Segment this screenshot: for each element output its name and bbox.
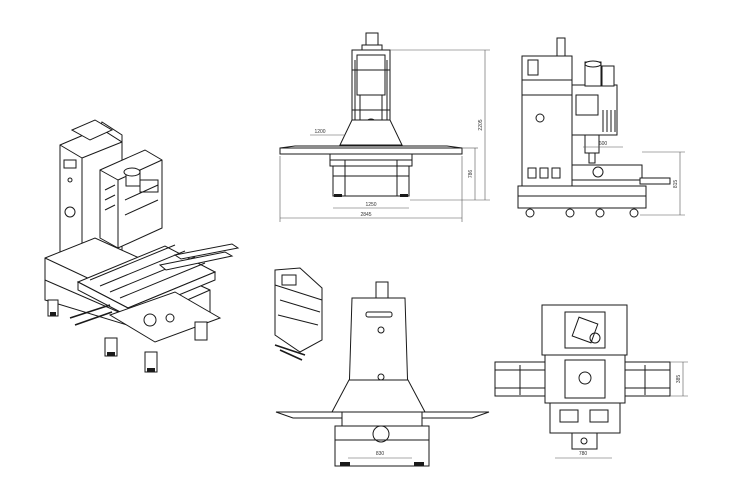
- dim-rear-base-width: 830: [376, 451, 385, 457]
- dim-top-side-height: 385: [676, 375, 682, 384]
- detail-view: [274, 267, 323, 361]
- dim-front-top-width: 1200: [314, 129, 325, 135]
- isometric-view: [44, 119, 240, 373]
- dim-side-height: 815: [673, 180, 679, 189]
- dim-front-base-width: 1250: [365, 202, 376, 208]
- side-view: 600 815: [517, 37, 685, 218]
- top-view: 780 385: [494, 304, 688, 459]
- dim-side-table-width: 600: [599, 141, 608, 147]
- dim-top-column-width: 780: [579, 451, 588, 457]
- dim-front-overall-width: 2845: [360, 212, 371, 218]
- dim-front-height-total: 2205: [478, 119, 484, 130]
- front-view: 2845 1250 1200 2205 786: [279, 32, 490, 222]
- rear-view: 830: [275, 281, 490, 467]
- dim-front-height-table: 786: [468, 170, 474, 179]
